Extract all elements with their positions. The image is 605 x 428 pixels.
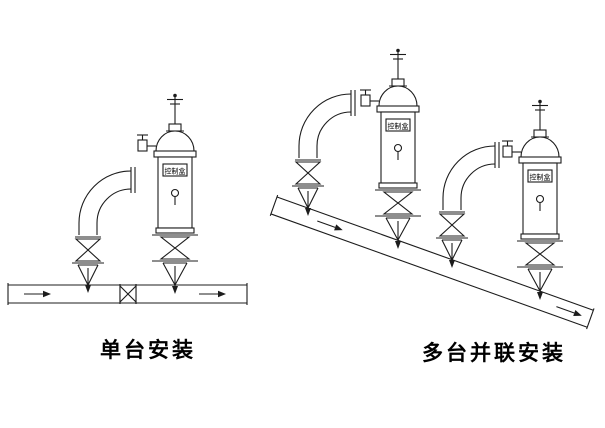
single-installation-diagram: 单台安装: [7, 93, 248, 362]
caption-single: 单台安装: [100, 337, 196, 362]
device-unit-1: [359, 48, 422, 250]
gate-valve: [119, 284, 129, 304]
device-unit-2: [501, 99, 564, 301]
parallel-installation-diagram: 多台并联安装: [269, 48, 595, 365]
flow-arrow: [23, 290, 52, 298]
flow-arrow: [315, 217, 345, 234]
flow-arrow: [198, 290, 227, 298]
pipe-end-cap: [269, 194, 279, 217]
inlet-elbow-1: [291, 89, 356, 217]
inlet-elbow-2: [435, 141, 500, 269]
sloped-pipe: [269, 194, 595, 330]
inlet-elbow: [71, 166, 136, 294]
main-pipe-top: [276, 196, 594, 311]
gate-valve: [127, 284, 137, 304]
caption-parallel: 多台并联安装: [422, 340, 566, 365]
device-unit: [136, 93, 199, 295]
main-pipe-bottom: [270, 213, 588, 328]
flow-arrow: [554, 303, 584, 320]
pipe-end-cap: [586, 308, 595, 330]
